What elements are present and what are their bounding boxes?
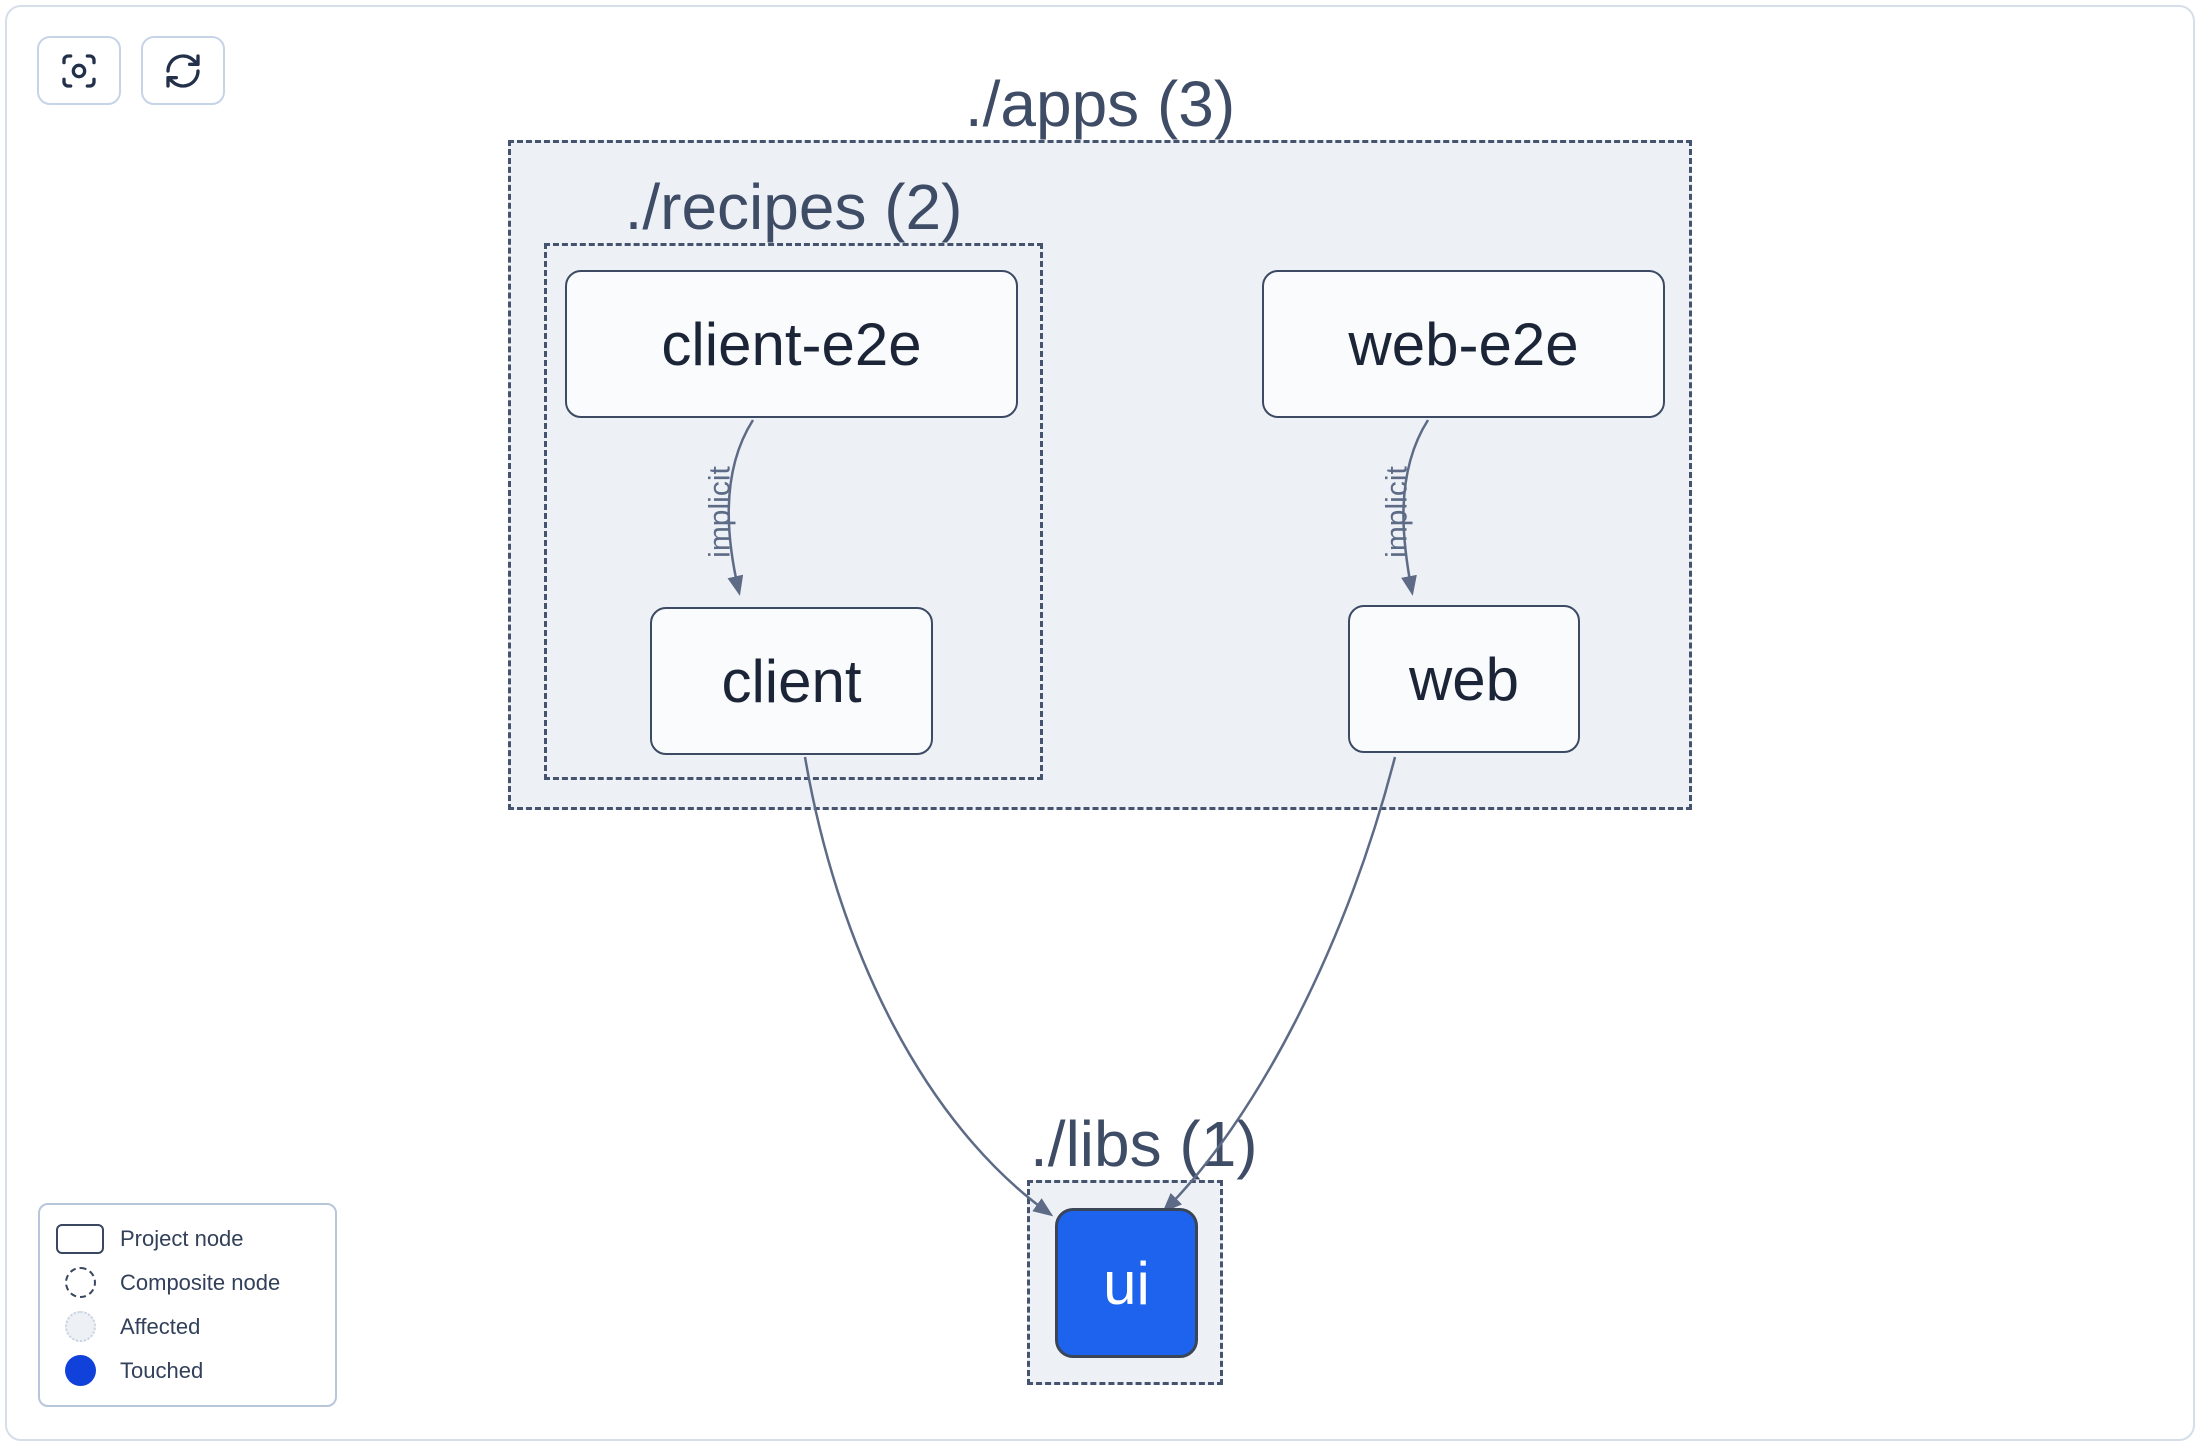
legend-item-project-node: Project node: [40, 1224, 335, 1254]
node-client[interactable]: client: [650, 607, 933, 755]
project-node-swatch: [56, 1224, 104, 1254]
edge-web-to-ui: [1162, 756, 1397, 1213]
legend-label: Composite node: [120, 1269, 281, 1295]
composite-node-swatch: [64, 1267, 96, 1298]
legend-label: Project node: [120, 1226, 244, 1251]
legend-item-affected: Affected: [40, 1311, 335, 1342]
legend-item-composite-node: Composite node: [40, 1267, 335, 1298]
legend-item-touched: Touched: [40, 1355, 335, 1386]
group-title-apps: ./apps (3): [964, 68, 1236, 140]
legend-label: Touched: [120, 1357, 204, 1383]
node-web-e2e[interactable]: web-e2e: [1262, 270, 1665, 418]
focus-icon: [62, 53, 96, 88]
legend-label: Affected: [120, 1313, 201, 1339]
refresh-button[interactable]: [141, 36, 225, 105]
node-client-e2e[interactable]: client-e2e: [565, 270, 1018, 418]
touched-swatch: [64, 1355, 96, 1386]
edge-client-to-ui: [803, 756, 1054, 1217]
focus-button[interactable]: [37, 36, 121, 105]
refresh-icon: [166, 53, 200, 88]
group-title-libs: ./libs (1): [1030, 1108, 1258, 1180]
affected-swatch: [64, 1311, 96, 1342]
node-ui-touched[interactable]: ui: [1055, 1208, 1198, 1358]
node-web[interactable]: web: [1348, 605, 1580, 753]
legend: Project node Composite node Affected Tou…: [38, 1203, 337, 1407]
